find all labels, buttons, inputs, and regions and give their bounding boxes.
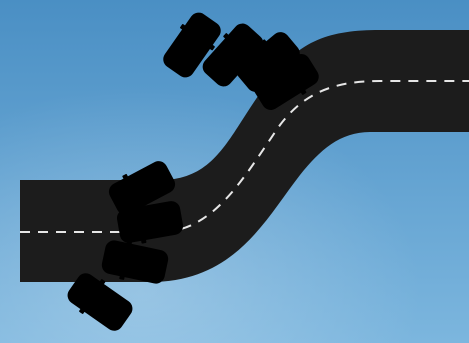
skid-illustration: .car-solid .car-body { fill: #111111; st…: [0, 0, 469, 343]
illustration-canvas: .car-solid .car-body { fill: #111111; st…: [0, 0, 469, 343]
